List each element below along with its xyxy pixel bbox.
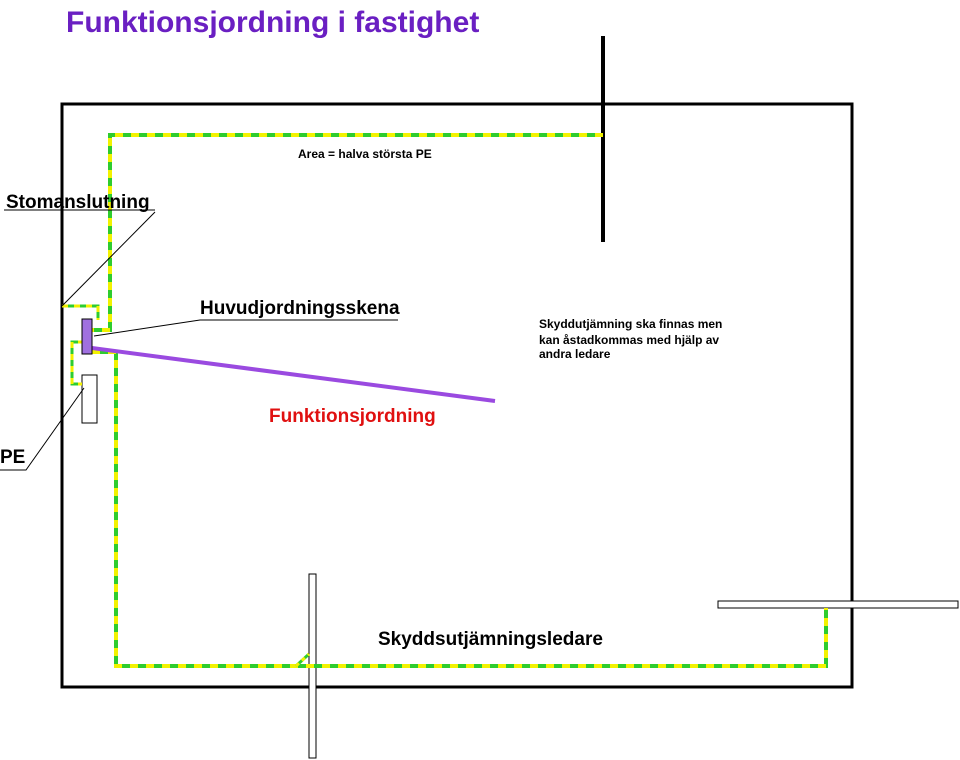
pe-conductor-main (92, 350, 828, 668)
leader-lines (0, 209, 398, 471)
pe-label: PE (0, 447, 25, 468)
main-earthing-busbar (81, 318, 93, 355)
area-note-label: Area = halva största PE (298, 147, 432, 161)
stomanslutning-label: Stomanslutning (6, 192, 150, 213)
funktionsjordning-label: Funktionsjordning (269, 406, 436, 427)
note-line-2: kan åstadkommas med hjälp av (539, 333, 719, 347)
functional-earth-conductor (91, 346, 496, 403)
diagram-title: Funktionsjordning i fastighet (66, 6, 479, 39)
pe-conductor-to-terminal (70, 340, 84, 386)
huvudjordningsskena-label: Huvudjordningsskena (200, 298, 400, 319)
pe-conductor-branch-bottom (294, 652, 311, 668)
pe-terminal (81, 374, 98, 424)
building-outline (60, 102, 854, 689)
skyddsutjamningsledare-label: Skyddsutjämningsledare (378, 629, 603, 650)
note-line-3: andra ledare (539, 347, 611, 361)
note-line-1: Skyddutjämning ska finnas men (539, 317, 722, 331)
frame-connection-conductor (62, 304, 100, 320)
metal-pipe-horizontal (717, 600, 959, 609)
pe-conductor-top (92, 133, 603, 332)
